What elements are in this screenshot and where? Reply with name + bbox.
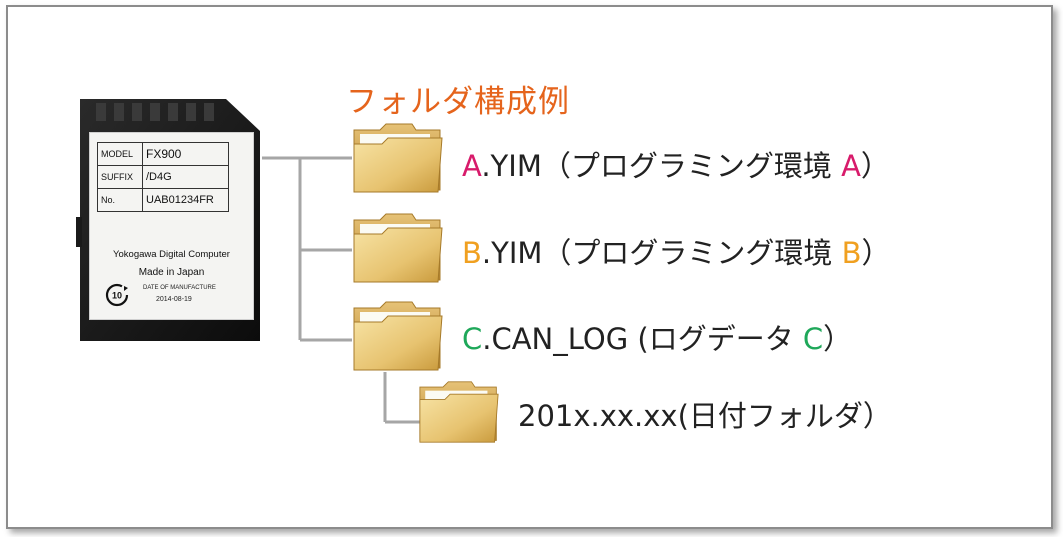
spec-key: SUFFIX [97, 165, 143, 189]
folder-name: .CAN_LOG (ログデータ [482, 322, 803, 356]
mark-number: 10 [112, 291, 122, 301]
folder-letter: A [462, 149, 482, 183]
folder-close: ） [861, 236, 891, 270]
maker-name: Yokogawa Digital Computer [113, 249, 230, 260]
folder-icon [353, 213, 443, 283]
diagram-title: フォルダ構成例 [346, 84, 570, 120]
folder-name: .YIM（プログラミング環境 [481, 149, 842, 183]
subfolder-label: 201x.xx.xx(日付フォルダ） [518, 399, 892, 433]
folder-letter-end: A [841, 149, 861, 183]
folder-letter-end: C [802, 322, 824, 356]
sd-card: MODEL FX900 SUFFIX /D4G No. UAB01234FR Y… [76, 97, 262, 345]
folder-icon [353, 301, 443, 371]
folder-close: ） [860, 149, 890, 183]
spec-table: MODEL FX900 SUFFIX /D4G No. UAB01234FR [97, 142, 229, 212]
spec-value: UAB01234FR [142, 188, 229, 212]
date-of-manufacture-value: 2014-08-19 [156, 296, 192, 303]
folder-icon [353, 123, 443, 193]
folder-name: .YIM（プログラミング環境 [481, 236, 842, 270]
subfolder-icon [419, 381, 499, 443]
spec-value: FX900 [142, 142, 229, 166]
spec-value: /D4G [142, 165, 229, 189]
spec-row-suffix: SUFFIX /D4G [97, 165, 229, 189]
folder-close: ） [823, 322, 853, 356]
spec-row-model: MODEL FX900 [97, 142, 229, 166]
folder-letter: B [462, 236, 482, 270]
folder-letter-end: B [841, 236, 862, 270]
made-in-text: Made in Japan [138, 267, 205, 278]
spec-row-number: No. UAB01234FR [97, 188, 229, 212]
folder-label-c: C.CAN_LOG (ログデータ C） [462, 316, 852, 358]
date-of-manufacture-label: DATE OF MANUFACTURE [143, 285, 216, 291]
folder-label-a: A.YIM（プログラミング環境 A） [462, 143, 890, 185]
spec-key: No. [97, 188, 143, 212]
recycle-mark-icon: 10 [105, 283, 129, 307]
sd-card-label: MODEL FX900 SUFFIX /D4G No. UAB01234FR Y… [89, 132, 254, 320]
folder-letter: C [462, 322, 483, 356]
folder-label-b: B.YIM（プログラミング環境 B） [462, 230, 891, 272]
spec-key: MODEL [97, 142, 143, 166]
